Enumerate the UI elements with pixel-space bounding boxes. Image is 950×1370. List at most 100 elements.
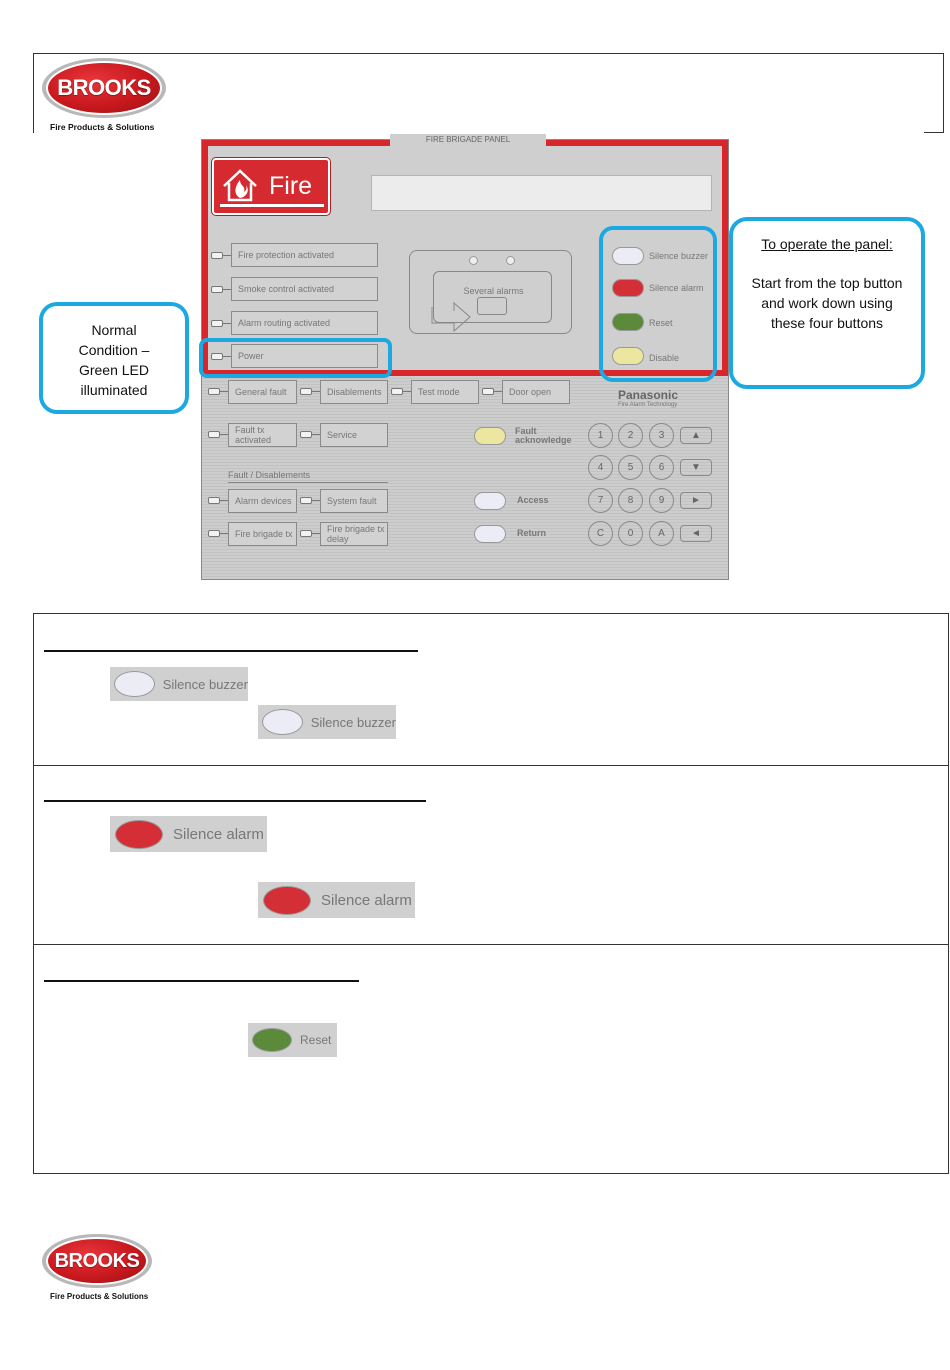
silence-alarm-chip: Silence alarm (258, 882, 415, 918)
key-left[interactable]: ◄ (680, 525, 712, 542)
header-gap (34, 130, 924, 136)
chip-label: Silence alarm (321, 891, 412, 909)
logo-word: BROOKS (54, 1249, 140, 1272)
section-divider (34, 765, 948, 766)
fire-button[interactable]: Fire (212, 158, 330, 215)
logo-oval: BROOKS (42, 58, 166, 118)
led-connector (312, 391, 320, 392)
key-9[interactable]: 9 (649, 488, 674, 513)
header-box (33, 53, 944, 133)
led-connector (223, 323, 231, 324)
operate-panel-text: Start from the top button and work down … (751, 275, 903, 331)
key-6[interactable]: 6 (649, 455, 674, 480)
header-rule (924, 132, 944, 133)
led-connector (220, 434, 228, 435)
led-connector (223, 289, 231, 290)
logo-word: BROOKS (57, 75, 151, 100)
section-heading-rule (44, 650, 418, 652)
reset-chip: Reset (248, 1023, 337, 1057)
key-1[interactable]: 1 (588, 423, 613, 448)
silence-buzzer-swatch (262, 709, 303, 735)
silence-alarm-label: Silence alarm (649, 283, 704, 293)
status-fire-brigade-tx: Fire brigade tx (228, 522, 297, 546)
access-label: Access (517, 495, 549, 505)
status-fire-brigade-delay: Fire brigade tx delay (320, 522, 388, 546)
key-down[interactable]: ▼ (680, 459, 712, 476)
fault-heading-rule (228, 482, 388, 483)
status-test-mode: Test mode (411, 380, 479, 404)
silence-buzzer-chip: Silence buzzer (110, 667, 248, 701)
fire-underline (220, 204, 324, 207)
several-alarms-box: Several alarms (409, 250, 572, 334)
several-alarms-label: Several alarms (463, 286, 524, 296)
indicator-led (211, 320, 223, 327)
status-alarm-devices: Alarm devices (228, 489, 297, 513)
key-7[interactable]: 7 (588, 488, 613, 513)
silence-alarm-swatch (115, 819, 163, 849)
key-2[interactable]: 2 (618, 423, 643, 448)
access-button[interactable] (474, 492, 506, 510)
alarm-dot (506, 256, 515, 265)
logo-tagline: Fire Products & Solutions (50, 122, 155, 132)
normal-condition-callout: Normal Condition – Green LED illuminated (39, 302, 189, 414)
indicator-led (211, 286, 223, 293)
led-connector (403, 391, 411, 392)
section-divider (34, 944, 948, 945)
instructions-table: Silence buzzer Silence buzzer Silence al… (33, 613, 949, 1174)
panasonic-tagline: Fire Alarm Technology (618, 402, 678, 408)
arrow-right-icon (431, 301, 471, 333)
indicator-alarm-routing: Alarm routing activated (231, 311, 378, 335)
indicator-fire-protection: Fire protection activated (231, 243, 378, 267)
operate-panel-title: To operate the panel: (761, 236, 893, 252)
status-led (208, 497, 220, 504)
status-disablements: Disablements (320, 380, 388, 404)
buttons-highlight (599, 226, 717, 382)
operate-panel-callout: To operate the panel: Start from the top… (729, 217, 925, 389)
several-alarms-inner: Several alarms (433, 271, 552, 323)
key-4[interactable]: 4 (588, 455, 613, 480)
key-c[interactable]: C (588, 521, 613, 546)
status-system-fault: System fault (320, 489, 388, 513)
fire-label: Fire (269, 172, 313, 200)
key-5[interactable]: 5 (618, 455, 643, 480)
status-led (300, 530, 312, 537)
status-fault-tx: Fault tx activated (228, 423, 297, 447)
silence-buzzer-chip: Silence buzzer (258, 705, 396, 739)
silence-buzzer-swatch (114, 671, 155, 697)
status-led (300, 497, 312, 504)
status-led (482, 388, 494, 395)
led-connector (312, 500, 320, 501)
power-highlight (199, 338, 392, 378)
logo-tagline: Fire Products & Solutions (50, 1292, 149, 1301)
status-led (391, 388, 403, 395)
key-0[interactable]: 0 (618, 521, 643, 546)
section-heading-rule (44, 980, 359, 982)
status-general-fault: General fault (228, 380, 297, 404)
chip-label: Silence buzzer (310, 714, 396, 730)
chip-label: Silence buzzer (162, 676, 248, 692)
reset-label: Reset (649, 318, 673, 328)
silence-alarm-button[interactable] (612, 279, 644, 297)
led-connector (312, 533, 320, 534)
return-button[interactable] (474, 525, 506, 543)
logo-oval: BROOKS (42, 1234, 152, 1288)
key-up[interactable]: ▲ (680, 427, 712, 444)
led-connector (312, 434, 320, 435)
silence-buzzer-button[interactable] (612, 247, 644, 265)
key-a[interactable]: A (649, 521, 674, 546)
led-connector (220, 391, 228, 392)
key-right[interactable]: ► (680, 492, 712, 509)
indicator-led (211, 252, 223, 259)
fault-acknowledge-button[interactable] (474, 427, 506, 445)
status-led (208, 388, 220, 395)
indicator-smoke-control: Smoke control activated (231, 277, 378, 301)
silence-alarm-swatch (263, 885, 311, 915)
key-8[interactable]: 8 (618, 488, 643, 513)
reset-button[interactable] (612, 313, 644, 331)
led-connector (223, 356, 231, 357)
chip-label: Silence alarm (173, 825, 264, 843)
led-connector (220, 533, 228, 534)
fault-disablements-heading: Fault / Disablements (228, 470, 311, 480)
key-3[interactable]: 3 (649, 423, 674, 448)
disable-button[interactable] (612, 347, 644, 365)
